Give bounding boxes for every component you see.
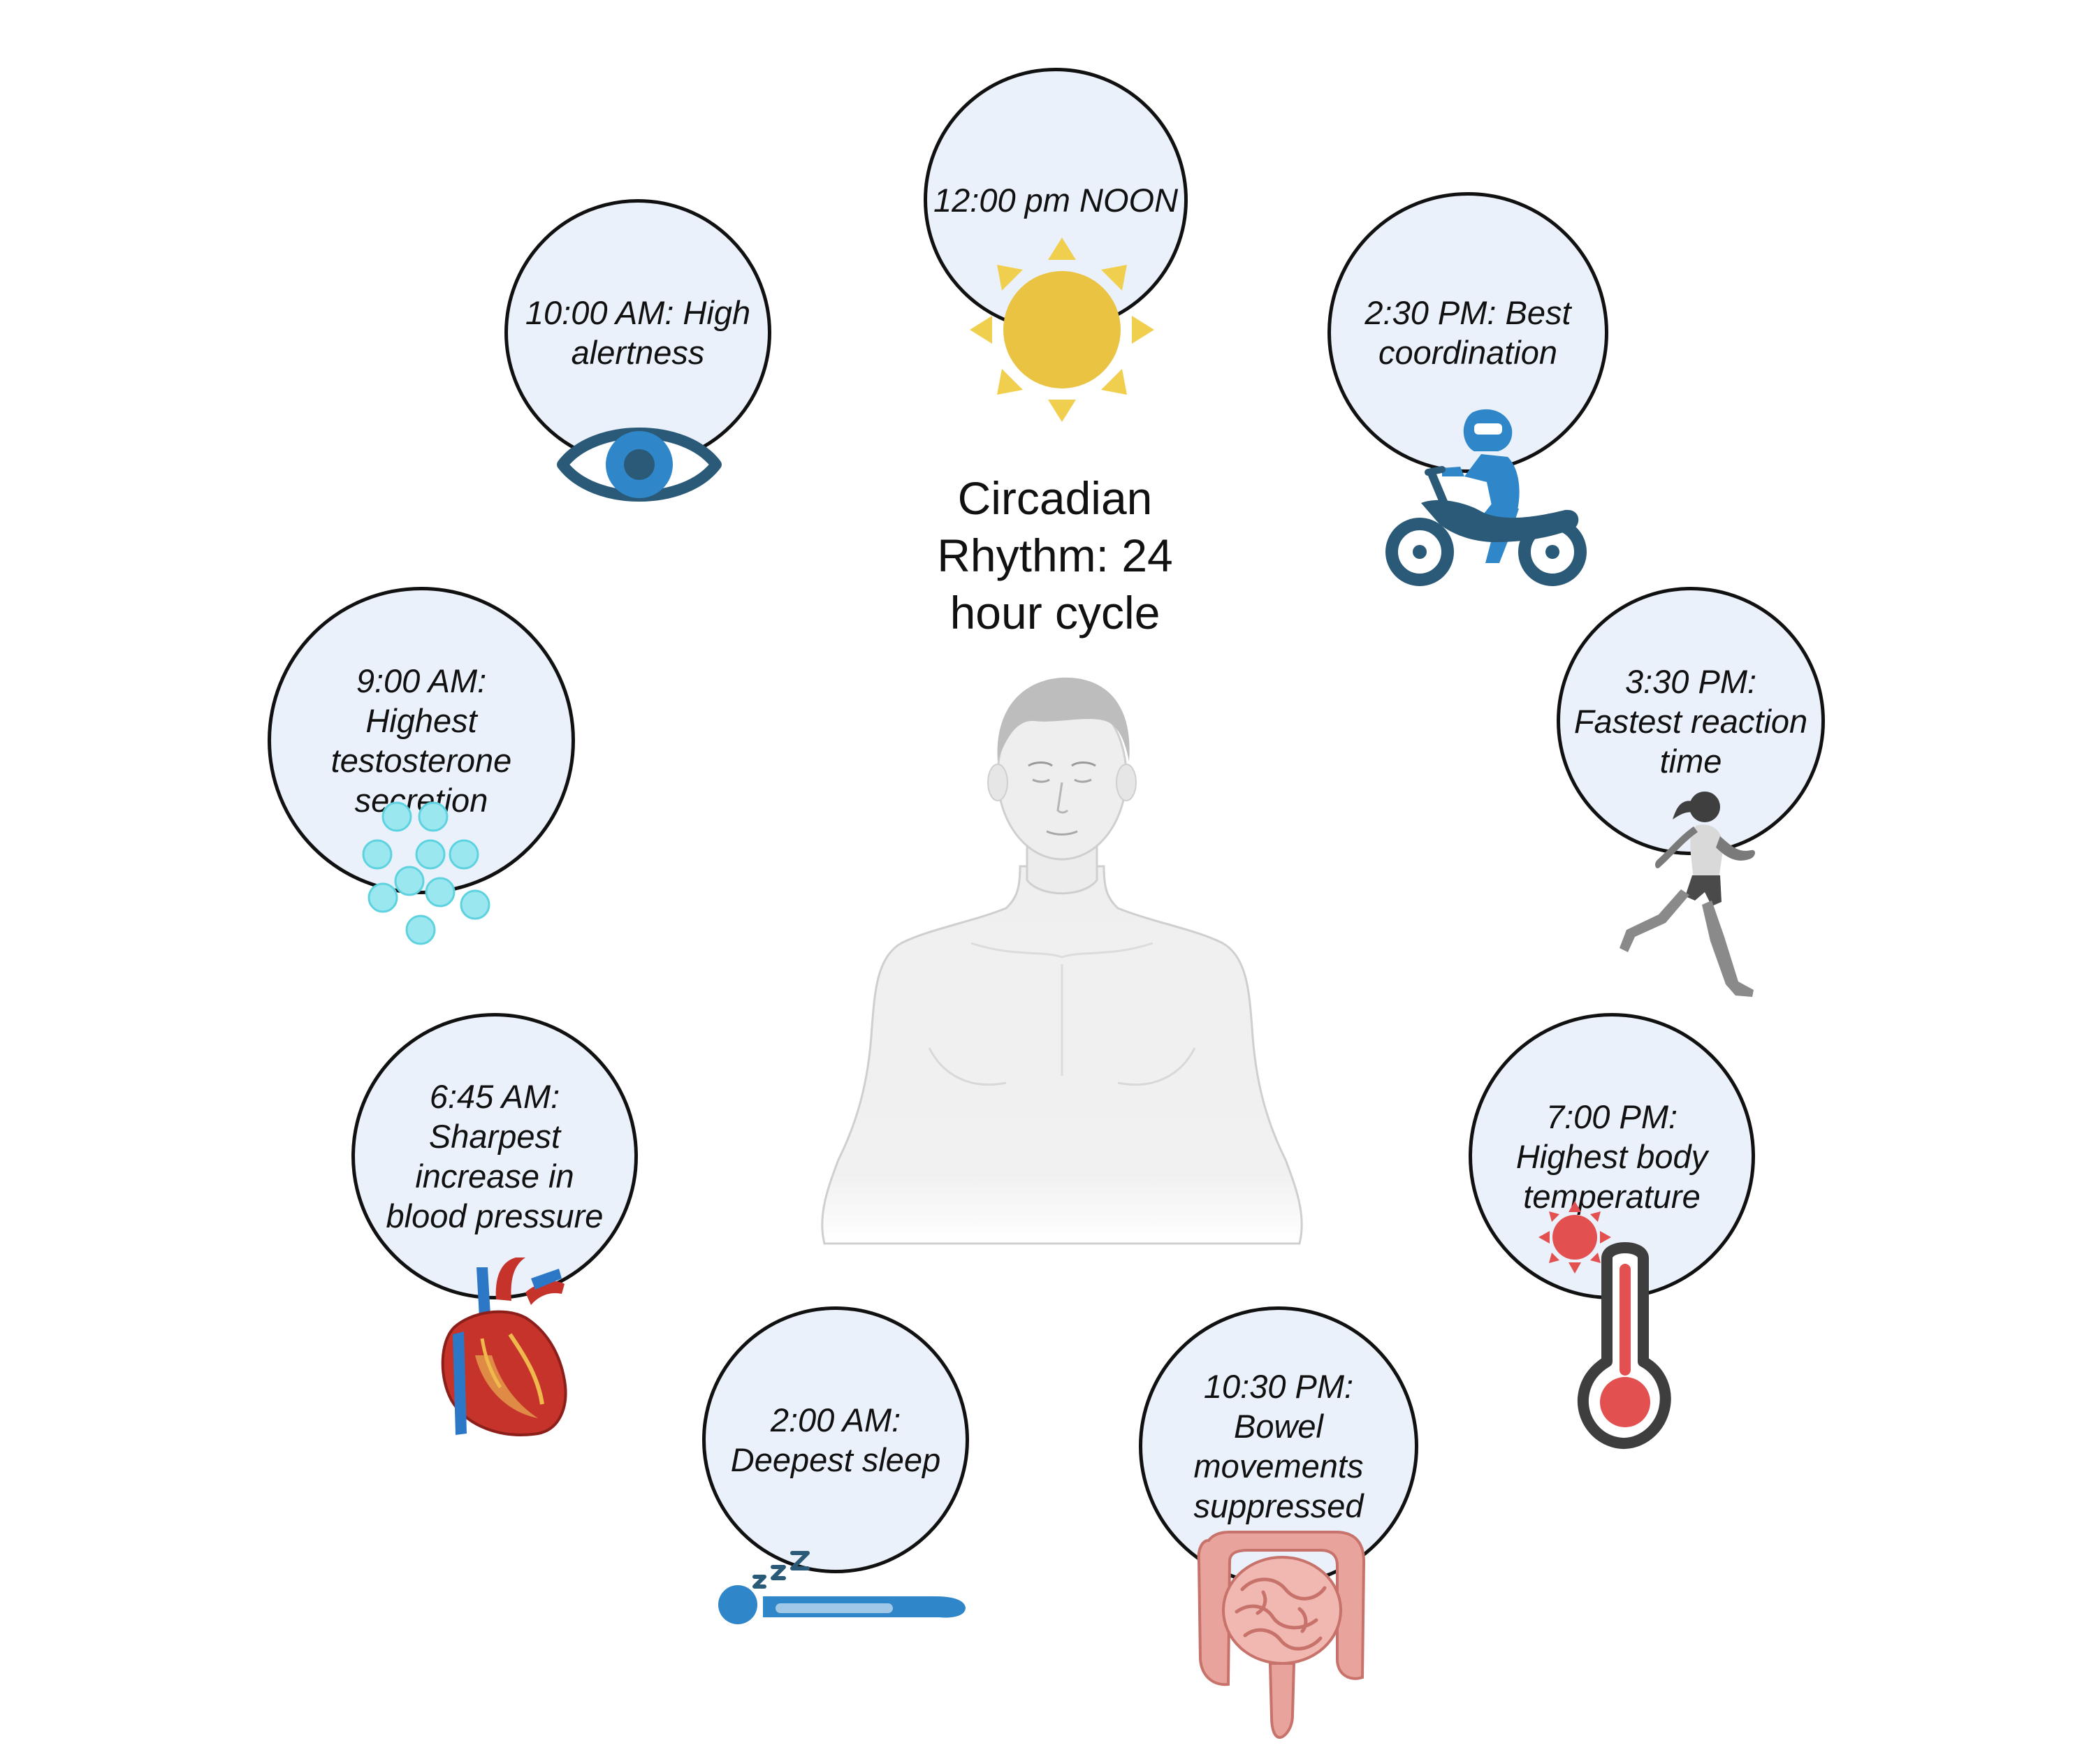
body-temperature-label: 7:00 PM: Highest body temperature: [1515, 1098, 1708, 1215]
bubble-noon: 12:00 pm NOON: [924, 68, 1188, 332]
runner-icon: [1620, 792, 1755, 997]
reaction-time-label: 3:30 PM: Fastest reaction time: [1573, 662, 1808, 780]
bubble-testosterone: 9:00 AM: Highest testosterone secretion: [268, 587, 575, 894]
eye-icon: [557, 428, 722, 502]
high-alertness-label: 10:00 AM: High alertness: [525, 294, 751, 371]
heart-icon: [441, 1258, 567, 1436]
bubble-high-alertness: 10:00 AM: High alertness: [504, 199, 771, 466]
motorcycle-rider-icon: [1385, 409, 1587, 586]
thermometer-icon: [1538, 1201, 1671, 1449]
sleeping-person-icon: [718, 1551, 966, 1624]
human-torso-icon: [821, 677, 1303, 1245]
sun-icon: [970, 238, 1154, 422]
bubble-deepest-sleep: 2:00 AM: Deepest sleep: [702, 1306, 969, 1573]
molecules-icon: [362, 801, 490, 945]
bubble-blood-pressure: 6:45 AM: Sharpest increase in blood pres…: [351, 1013, 638, 1299]
diagram-title: Circadian Rhythm: 24 hour cycle: [937, 472, 1173, 639]
bowel-label: 10:30 PM: Bowel movements suppressed: [1193, 1368, 1364, 1524]
best-coordination-label: 2:30 PM: Best coordination: [1364, 294, 1571, 371]
blood-pressure-label: 6:45 AM: Sharpest increase in blood pres…: [386, 1078, 604, 1234]
noon-label: 12:00 pm NOON: [933, 181, 1179, 219]
intestines-icon: [1197, 1531, 1366, 1740]
bubble-best-coordination: 2:30 PM: Best coordination: [1327, 192, 1608, 473]
deepest-sleep-label: 2:00 AM: Deepest sleep: [730, 1401, 941, 1478]
testosterone-label: 9:00 AM: Highest testosterone secretion: [330, 662, 512, 819]
